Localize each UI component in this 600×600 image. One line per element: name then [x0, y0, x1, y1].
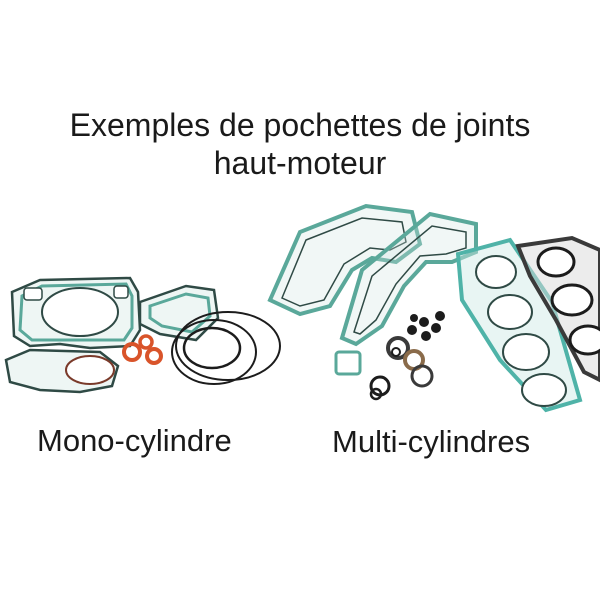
page-title: Exemples de pochettes de joints haut-mot… [0, 106, 600, 182]
mono-cylinder-gasket-set [4, 276, 281, 394]
multi-cylinder-label: Multi-cylindres [332, 424, 531, 459]
small-square-gasket [334, 350, 362, 376]
valve-cover-gasket [267, 203, 423, 317]
black-o-ring [171, 319, 257, 385]
exhaust-gasket [138, 284, 220, 342]
mono-cylinder-label: Mono-cylindre [37, 423, 232, 458]
title-line-1: Exemples de pochettes de joints [69, 107, 531, 143]
orange-o-ring [122, 342, 142, 362]
valve-stem-seals [407, 311, 445, 341]
gasket-kits-illustration [4, 203, 600, 413]
title-line-2: haut-moteur [213, 145, 387, 181]
multi-cylinder-gasket-set [267, 203, 600, 413]
metal-ring [386, 336, 410, 360]
